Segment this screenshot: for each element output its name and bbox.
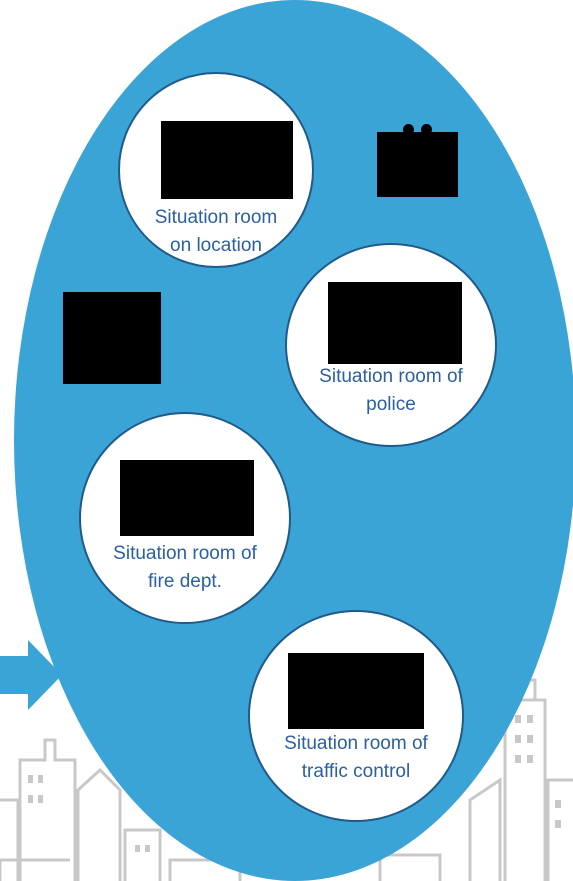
room-label-line2: on location (120, 232, 312, 260)
room-label: Situation room of police (287, 363, 495, 419)
room-circle-on-location: Situation room on location (118, 72, 314, 268)
redacted-image (63, 292, 161, 384)
dot-icon (421, 124, 432, 135)
room-label-line2: traffic control (250, 758, 462, 786)
dot-icon (403, 124, 414, 135)
room-label-line2: police (287, 391, 495, 419)
room-label-line1: Situation room of (287, 363, 495, 391)
room-label: Situation room of fire dept. (81, 540, 289, 596)
redacted-image (161, 121, 293, 199)
right-arrow-icon (0, 640, 70, 710)
room-label: Situation room on location (120, 204, 312, 260)
room-circle-police: Situation room of police (285, 243, 497, 447)
redacted-image (377, 132, 458, 197)
redacted-image (288, 653, 424, 729)
redacted-image (328, 282, 462, 364)
room-label-line2: fire dept. (81, 568, 289, 596)
redacted-image (120, 460, 254, 536)
room-label: Situation room of traffic control (250, 730, 462, 786)
room-label-line1: Situation room (120, 204, 312, 232)
room-circle-fire-dept: Situation room of fire dept. (79, 412, 291, 624)
room-circle-traffic-control: Situation room of traffic control (248, 610, 464, 822)
room-label-line1: Situation room of (250, 730, 462, 758)
room-label-line1: Situation room of (81, 540, 289, 568)
